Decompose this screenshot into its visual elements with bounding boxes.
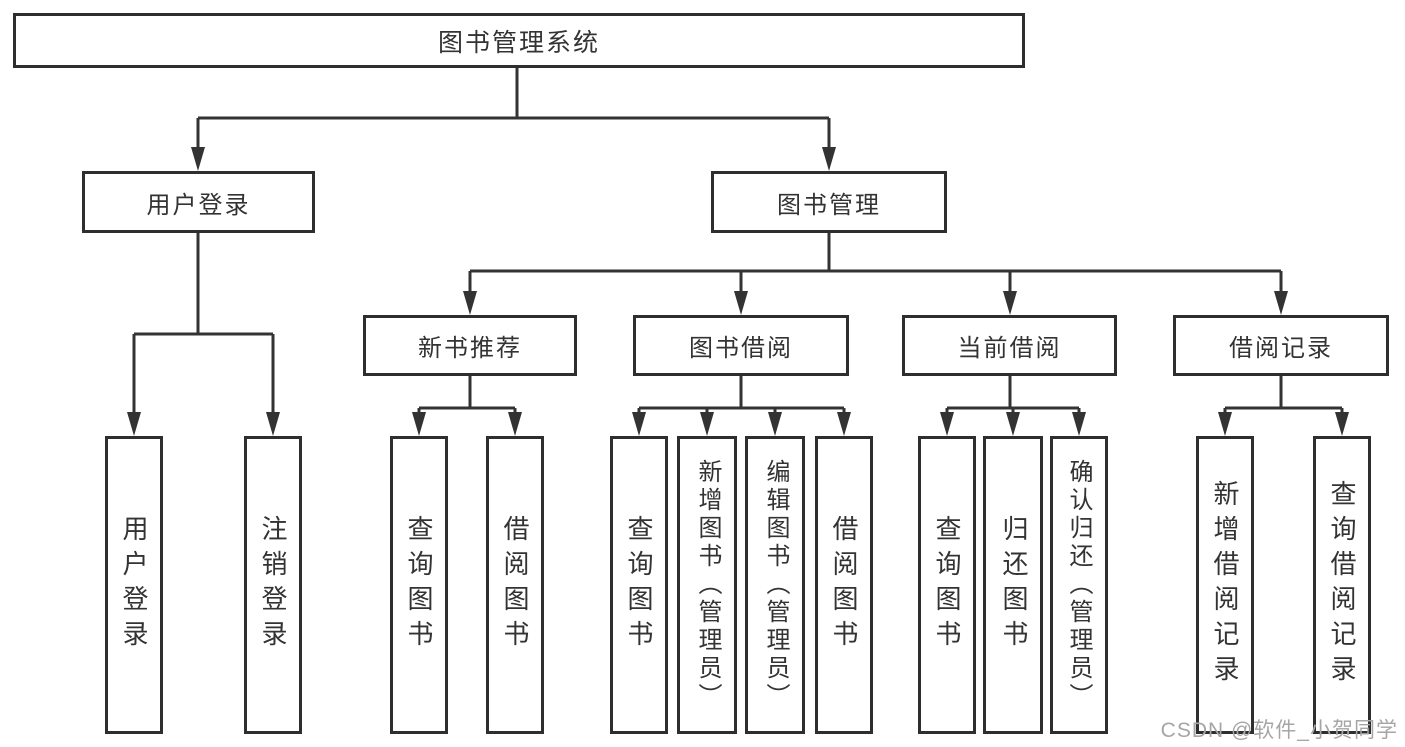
connector-book-management-to-level2 xyxy=(468,233,1283,292)
connector-user-login-to-leaves xyxy=(132,233,275,413)
connector-borrow-records-to-leaves xyxy=(1223,376,1344,413)
node-current-borrow: 当前借阅 xyxy=(902,315,1117,376)
node-book-management: 图书管理 xyxy=(711,171,947,233)
leaf-confirm-return-admin: 确认归还（管理员） xyxy=(1050,436,1108,734)
leaf-query-borrow-record: 查询借阅记录 xyxy=(1313,436,1371,734)
leaf-query-books-current: 查询图书 xyxy=(918,436,976,734)
leaf-query-books-borrow: 查询图书 xyxy=(610,436,668,734)
arrowhead-icons xyxy=(127,147,1349,436)
node-root-system: 图书管理系统 xyxy=(13,13,1025,68)
node-borrow-records: 借阅记录 xyxy=(1173,315,1389,376)
node-user-login: 用户登录 xyxy=(82,171,315,233)
leaf-logout: 注销登录 xyxy=(244,436,302,734)
leaf-query-books-recommend: 查询图书 xyxy=(390,436,448,734)
connector-current-borrow-to-leaves xyxy=(945,376,1081,413)
leaf-edit-books-admin: 编辑图书（管理员） xyxy=(745,436,805,734)
leaf-user-login: 用户登录 xyxy=(105,436,163,734)
node-book-borrow: 图书借阅 xyxy=(633,315,849,376)
csdn-watermark: CSDN @软件_小贺同学 xyxy=(1160,719,1398,742)
leaf-borrow-books-recommend: 借阅图书 xyxy=(486,436,544,734)
connector-root-to-level1 xyxy=(196,68,831,150)
connector-book-borrow-to-leaves xyxy=(637,376,846,413)
leaf-return-books: 归还图书 xyxy=(983,436,1043,734)
leaf-add-borrow-record: 新增借阅记录 xyxy=(1196,436,1254,734)
leaf-borrow-books: 借阅图书 xyxy=(815,436,873,734)
node-new-book-recommend: 新书推荐 xyxy=(363,315,577,376)
leaf-add-books-admin: 新增图书（管理员） xyxy=(677,436,737,734)
connector-new-book-recommend-to-leaves xyxy=(417,376,517,413)
